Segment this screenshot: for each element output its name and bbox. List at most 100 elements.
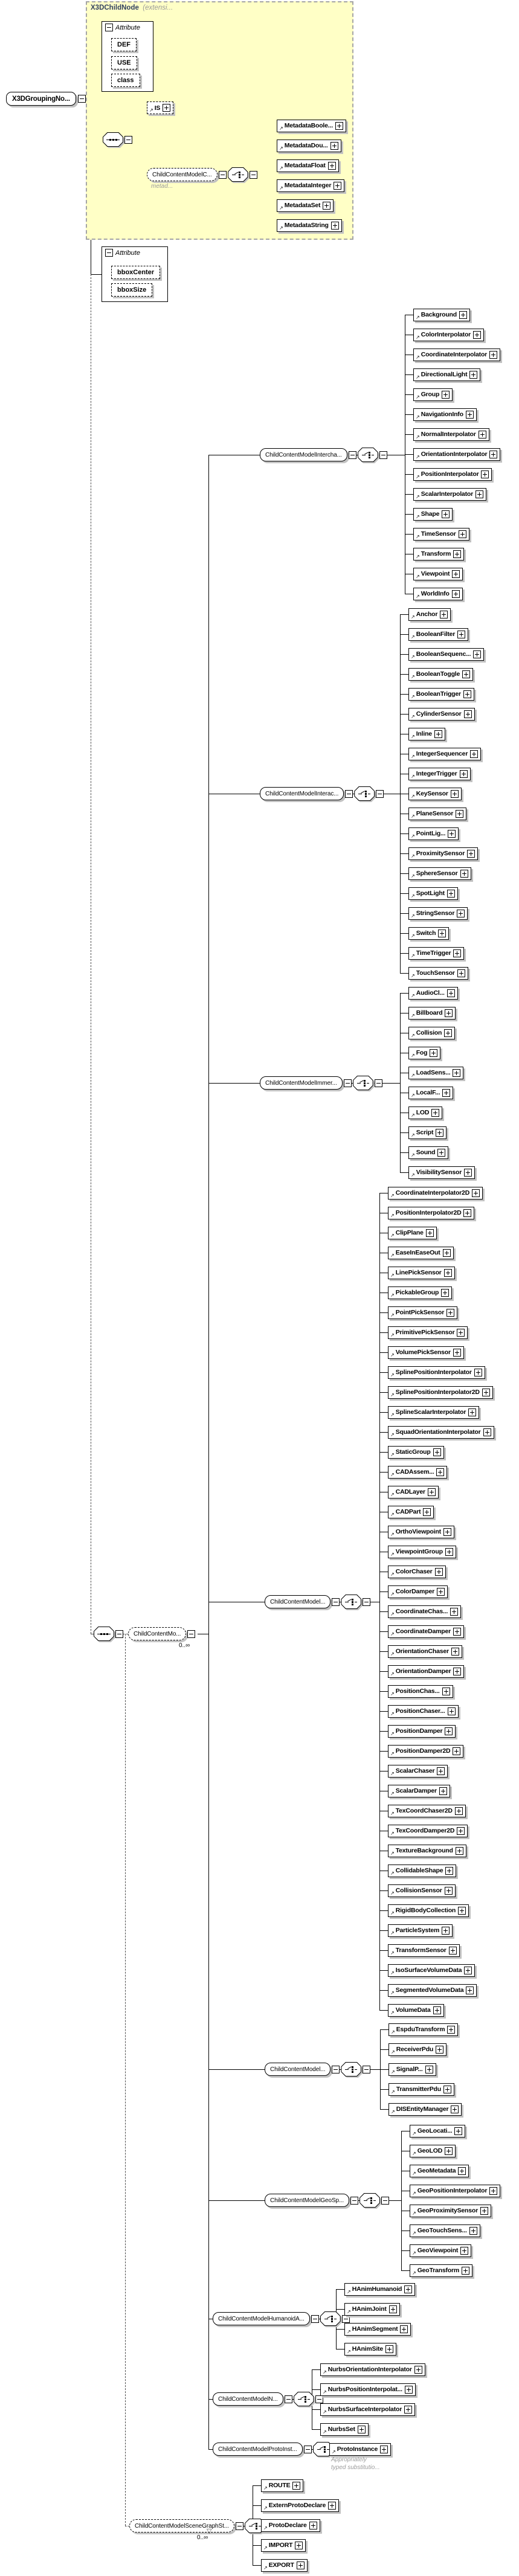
element-box-BooleanToggle[interactable]: ↗ BooleanToggle [408,667,474,681]
expand-icon[interactable] [442,1687,450,1695]
element-box-LocalF[interactable]: ↗ LocalF... [408,1086,454,1099]
choice-connector[interactable] [359,2193,381,2208]
attribute-box[interactable]: DEF [111,38,137,51]
element-box-ProtoInstance[interactable]: ↗ ProtoInstance [329,2443,392,2456]
collapse-icon[interactable] [315,2395,323,2403]
element-box-OrientationInterpolator[interactable]: ↗ OrientationInterpolator [413,448,501,461]
expand-icon[interactable] [460,2246,469,2255]
group-reference-box[interactable]: ChildContentMo... [128,1627,187,1640]
collapse-icon[interactable] [348,451,356,459]
element-box-Billboard[interactable]: ↗ Billboard [408,1006,456,1020]
collapse-icon[interactable] [379,451,387,459]
expand-icon[interactable] [450,789,459,798]
collapse-icon[interactable] [311,2314,319,2323]
expand-icon[interactable] [444,1886,453,1895]
expand-icon[interactable] [470,750,479,758]
element-box-NurbsOrientationInterpolator[interactable]: ↗ NurbsOrientationInterpolator [320,2363,425,2376]
expand-icon[interactable] [442,1248,451,1257]
sequence-connector[interactable] [103,132,123,147]
expand-icon[interactable] [404,2385,413,2394]
element-box-BooleanTrigger[interactable]: ↗ BooleanTrigger [408,687,474,701]
element-box-CylinderSensor[interactable]: ↗ CylinderSensor [408,707,475,721]
expand-icon[interactable] [436,1468,445,1476]
expand-icon[interactable] [323,201,331,210]
expand-icon[interactable] [473,650,482,658]
collapse-icon[interactable] [363,2065,371,2073]
attribute-box[interactable]: class [111,74,140,87]
element-box-MetadataString[interactable]: ↗ MetadataString [277,219,342,232]
expand-icon[interactable] [335,121,343,130]
expand-icon[interactable] [404,2285,413,2293]
element-box-ScalarDamper[interactable]: ↗ ScalarDamper [388,1784,450,1797]
collapse-icon[interactable] [350,2196,359,2205]
expand-icon[interactable] [453,1667,462,1675]
expand-icon[interactable] [437,1767,445,1775]
element-box-Fog[interactable]: ↗ Fog [408,1046,441,1059]
element-box-CADLayer[interactable]: ↗ CADLayer [388,1485,439,1498]
expand-icon[interactable] [445,1547,453,1556]
expand-icon[interactable] [458,1906,466,1915]
expand-icon[interactable] [464,1168,472,1177]
expand-icon[interactable] [434,730,442,738]
expand-icon[interactable] [388,2305,397,2313]
expand-icon[interactable] [462,670,471,678]
element-box-Background[interactable]: ↗ Background [413,308,470,321]
element-box-Shape[interactable]: ↗ Shape [413,507,453,521]
expand-icon[interactable] [458,2166,466,2175]
element-box-TouchSensor[interactable]: ↗ TouchSensor [408,966,468,980]
element-box-GeoTransform[interactable]: ↗ GeoTransform [410,2264,473,2277]
collapse-icon[interactable] [363,1598,371,1606]
element-box-SpotLight[interactable]: ↗ SpotLight [408,887,458,900]
element-box-TexCoordChaser2D[interactable]: ↗ TexCoordChaser2D [388,1804,466,1817]
element-box-PositionDamper2D[interactable]: ↗ PositionDamper2D [388,1744,464,1758]
expand-icon[interactable] [450,1607,459,1616]
element-box-GeoViewpoint[interactable]: ↗ GeoViewpoint [410,2244,472,2257]
collapse-icon[interactable] [332,1598,340,1606]
expand-icon[interactable] [445,2147,453,2155]
collapse-icon[interactable] [303,2445,312,2453]
element-box-Inline[interactable]: ↗ Inline [408,727,445,740]
element-box-LinePickSensor[interactable]: ↗ LinePickSensor [388,1266,455,1279]
choice-connector[interactable] [341,1595,362,1609]
element-box-NurbsPositionInterpolat[interactable]: ↗ NurbsPositionInterpolat... [320,2383,416,2396]
expand-icon[interactable] [454,2127,463,2135]
element-box-MetadataBoole[interactable]: ↗ MetadataBoole... [277,119,346,132]
collapse-icon[interactable] [341,2314,350,2323]
element-box-Switch[interactable]: ↗ Switch [408,927,450,940]
expand-icon[interactable] [474,1368,482,1376]
model-group-box[interactable]: ChildContentModelIntercha... [260,448,347,461]
element-box-EspduTransform[interactable]: ↗ EspduTransform [388,2023,459,2036]
collapse-icon[interactable] [332,2065,340,2073]
expand-icon[interactable] [459,769,468,778]
group-reference-box[interactable]: ChildContentModelSceneGraphSt... [129,2519,234,2533]
element-box-MetadataSet[interactable]: ↗ MetadataSet [277,199,334,212]
expand-icon[interactable] [440,610,448,618]
element-box-CoordinateInterpolator[interactable]: ↗ CoordinateInterpolator [413,348,501,361]
expand-icon[interactable] [460,869,468,878]
element-box-IsoSurfaceVolumeData[interactable]: ↗ IsoSurfaceVolumeData [388,1964,475,1977]
expand-icon[interactable] [457,630,466,638]
expand-icon[interactable] [385,2345,393,2353]
expand-icon[interactable] [292,2481,301,2490]
element-box-KeySensor[interactable]: ↗ KeySensor [408,787,462,800]
expand-icon[interactable] [295,2541,303,2549]
expand-icon[interactable] [483,1428,491,1436]
expand-icon[interactable] [464,1966,472,1974]
expand-icon[interactable] [463,710,472,718]
element-box-Sound[interactable]: ↗ Sound [408,1146,449,1159]
expand-icon[interactable] [447,2025,456,2034]
expand-icon[interactable] [434,1567,443,1576]
choice-connector[interactable] [352,1076,373,1090]
collapse-icon[interactable] [218,170,227,179]
expand-icon[interactable] [457,1826,465,1835]
element-box-SphereSensor[interactable]: ↗ SphereSensor [408,867,471,880]
expand-icon[interactable] [446,989,455,997]
element-box-Group[interactable]: ↗ Group [413,388,453,401]
expand-icon[interactable] [330,141,338,150]
element-box-ParticleSystem[interactable]: ↗ ParticleSystem [388,1924,453,1937]
expand-icon[interactable] [455,1846,463,1855]
element-box-ScalarChaser[interactable]: ↗ ScalarChaser [388,1764,448,1778]
expand-icon[interactable] [448,1946,457,1954]
element-box-WorldInfo[interactable]: ↗ WorldInfo [413,587,463,600]
collapse-icon[interactable] [105,249,113,257]
